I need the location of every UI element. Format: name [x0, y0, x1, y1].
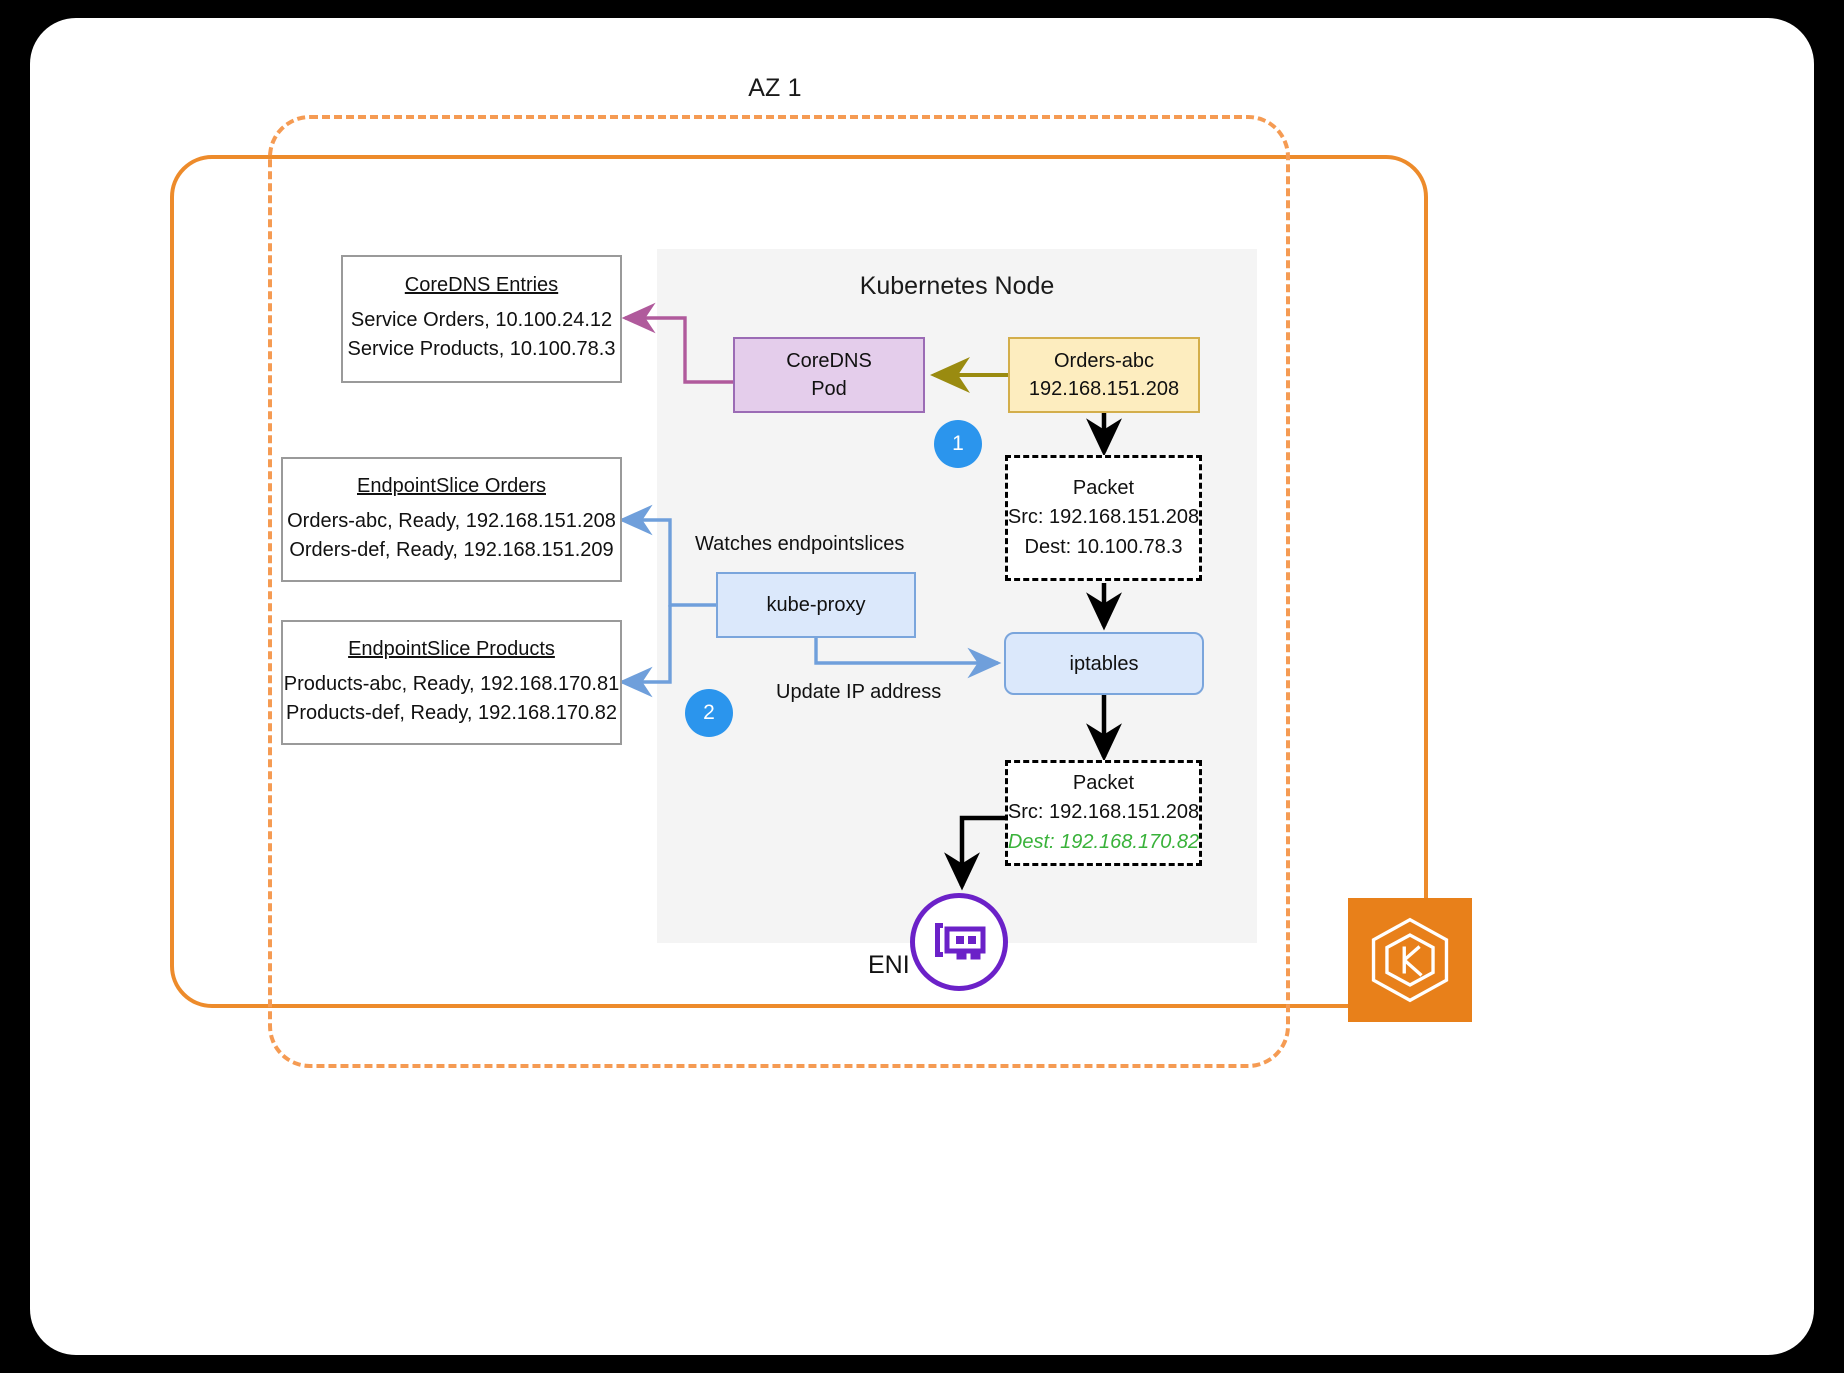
kube-proxy-node[interactable]: kube-proxy [716, 572, 916, 638]
packet-before-nat: Packet Src: 192.168.151.208 Dest: 10.100… [1005, 455, 1202, 581]
coredns-pod-line2: Pod [811, 378, 847, 400]
endpointslice-products-box: EndpointSlice Products Products-abc, Rea… [281, 620, 622, 745]
update-ip-address-label: Update IP address [776, 681, 942, 703]
az-title: AZ 1 [748, 74, 802, 102]
packet-title: Packet [1072, 771, 1135, 794]
packet-dest: Dest: 10.100.78.3 [1024, 535, 1183, 558]
coredns-entries-title: CoreDNS Entries [404, 274, 559, 296]
orders-pod-ip: 192.168.151.208 [1028, 378, 1180, 400]
eks-logo [1348, 898, 1472, 1022]
endpointslice-products-title: EndpointSlice Products [348, 637, 555, 660]
endpointslice-orders-row: Orders-def, Ready, 192.168.151.209 [289, 538, 614, 561]
packet-src: Src: 192.168.151.208 [1007, 506, 1200, 529]
packet-dest-rewritten: Dest: 192.168.170.82 [1007, 830, 1200, 853]
packet-src: Src: 192.168.151.208 [1007, 801, 1200, 824]
coredns-pod-node[interactable]: CoreDNS Pod [733, 337, 925, 413]
orders-abc-pod-node[interactable]: Orders-abc 192.168.151.208 [1008, 337, 1200, 413]
endpointslice-orders-row: Orders-abc, Ready, 192.168.151.208 [287, 509, 616, 532]
eks-hexagon-icon [1371, 917, 1449, 1003]
packet-after-nat: Packet Src: 192.168.151.208 Dest: 192.16… [1005, 760, 1202, 866]
network-card-icon [935, 923, 986, 960]
vpc-boundary [170, 155, 1428, 1008]
availability-zone-boundary [268, 115, 1290, 1068]
eni-label: ENI [868, 951, 910, 979]
coredns-entries-box: CoreDNS Entries Service Orders, 10.100.2… [341, 255, 622, 383]
endpointslice-products-row: Products-abc, Ready, 192.168.170.81 [283, 672, 620, 695]
coredns-entries-row: Service Orders, 10.100.24.12 [350, 309, 613, 331]
kube-proxy-label: kube-proxy [766, 594, 866, 616]
step-badge-1: 1 [934, 420, 982, 468]
coredns-entries-row: Service Products, 10.100.78.3 [347, 338, 616, 360]
endpointslice-orders-box: EndpointSlice Orders Orders-abc, Ready, … [281, 457, 622, 582]
endpointslice-orders-title: EndpointSlice Orders [357, 474, 546, 497]
watches-endpointslices-label: Watches endpointslices [695, 533, 905, 555]
coredns-pod-line1: CoreDNS [786, 350, 872, 372]
step-badge-2: 2 [685, 689, 733, 737]
orders-pod-name: Orders-abc [1053, 350, 1155, 372]
iptables-node[interactable]: iptables [1004, 632, 1204, 695]
endpointslice-products-row: Products-def, Ready, 192.168.170.82 [286, 701, 617, 724]
packet-title: Packet [1072, 476, 1135, 499]
eni-icon [910, 893, 1008, 991]
kubernetes-node-title: Kubernetes Node [859, 272, 1055, 300]
iptables-label: iptables [1069, 652, 1139, 675]
